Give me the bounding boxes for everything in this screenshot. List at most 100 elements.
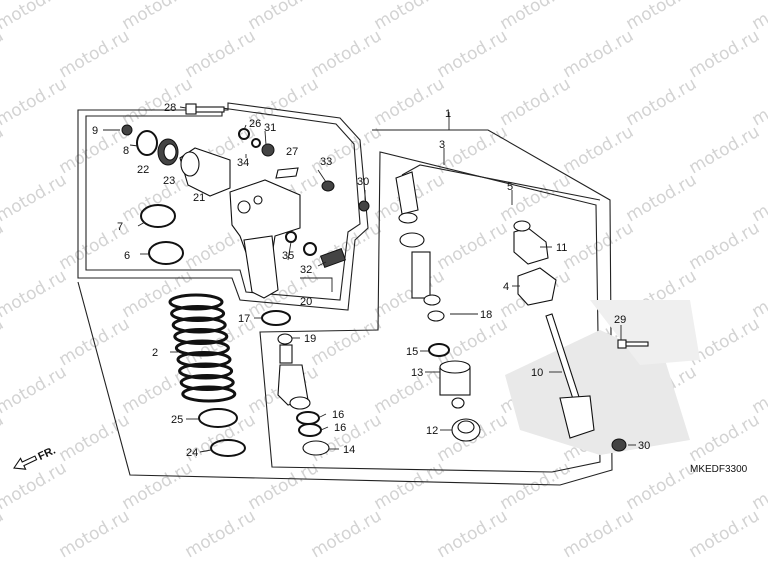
label-part-33: 33 (320, 156, 332, 168)
spring-coil (178, 362, 234, 380)
o-ring-22 (136, 130, 158, 156)
watermark-text: motod.ru (686, 410, 764, 466)
label-part-10: 10 (531, 367, 543, 379)
collar-14 (302, 440, 330, 456)
nut-30-lower (611, 438, 627, 452)
spring-coil (173, 328, 229, 345)
ring-16-a (296, 411, 320, 425)
label-part-26: 26 (249, 118, 261, 130)
watermark-text: motod.ru (686, 218, 764, 274)
ring-16-b (298, 423, 322, 437)
part-labels: 28 9 8 22 23 21 26 31 34 27 33 30 7 6 35… (92, 102, 650, 459)
label-part-30-upper: 30 (357, 176, 369, 188)
leader-lines (103, 106, 636, 453)
diagram-code: MKEDF3300 (690, 464, 748, 475)
spring-coil (171, 316, 227, 334)
watermark-text: motod.ru (0, 266, 70, 322)
watermark-text: motod.ru (623, 74, 701, 130)
watermark-text: motod.ru (686, 26, 764, 82)
watermark-text: motod.ru (497, 458, 575, 514)
lock-nut-6 (148, 241, 184, 265)
label-part-14: 14 (343, 444, 355, 456)
label-part-24: 24 (186, 447, 198, 459)
front-arrow-icon (13, 455, 38, 470)
watermark-text: motod.ru (119, 266, 197, 322)
nut-33 (321, 180, 335, 192)
watermark-text: motod.ru (0, 122, 7, 178)
bump-rubber-stack (277, 333, 311, 410)
watermark-text: motod.ru (119, 458, 197, 514)
watermark-text: motod.ru (434, 26, 512, 82)
label-part-2: 2 (152, 347, 158, 359)
piston-13 (439, 360, 471, 396)
label-part-30-lower: 30 (638, 440, 650, 452)
watermark-text: motod.ru (0, 0, 70, 34)
watermark-text: motod.ru (434, 314, 512, 370)
watermark-text: motod.ru (182, 506, 260, 562)
label-part-3: 3 (439, 139, 445, 151)
spring-coil (176, 351, 232, 368)
fitting-8 (121, 124, 133, 136)
watermark-text: motod.ru (0, 26, 7, 82)
watermark-text: motod.ru (560, 122, 638, 178)
label-part-5: 5 (507, 181, 513, 193)
label-part-23: 23 (163, 175, 175, 187)
label-part-6: 6 (124, 250, 130, 262)
piston-stack-3 (395, 171, 445, 322)
watermark-text: motod.ru (182, 26, 260, 82)
watermark-text: motod.ru (371, 362, 449, 418)
bladder-21 (179, 147, 231, 197)
watermark-text: motod.ru (371, 458, 449, 514)
spring-coil (174, 339, 230, 357)
damper-rod-10 (545, 313, 595, 439)
watermark-text: motod.ru (0, 170, 70, 226)
stop-ring-17 (261, 310, 291, 326)
watermark-text: motod.ru (0, 458, 70, 514)
bolt-29 (617, 339, 649, 349)
label-part-19: 19 (304, 333, 316, 345)
watermark-text: motod.ru (308, 506, 386, 562)
label-part-18: 18 (480, 309, 492, 321)
watermark-text: motod.ru (0, 314, 7, 370)
watermark-text: motod.ru (497, 0, 575, 34)
label-part-8: 8 (123, 145, 129, 157)
watermark-text: motod.ru (308, 26, 386, 82)
spring-coil (181, 385, 237, 403)
watermark-text: motod.ru (0, 410, 7, 466)
watermark-text: motod.ru (560, 218, 638, 274)
label-part-13: 13 (411, 367, 423, 379)
spring-2 (168, 293, 237, 403)
label-part-15: 15 (406, 346, 418, 358)
label-part-17: 17 (238, 313, 250, 325)
label-part-11: 11 (556, 242, 567, 254)
spring-seat-25 (198, 408, 238, 428)
watermark-text: motod.ru (371, 0, 449, 34)
watermark-text: motod.ru (623, 170, 701, 226)
watermark-text: motod.ru (245, 0, 323, 34)
seal-12 (451, 418, 481, 442)
watermark-text: motod.ru (434, 218, 512, 274)
label-part-21: 21 (193, 192, 205, 204)
label-part-22: 22 (137, 164, 149, 176)
ring-24 (210, 439, 246, 457)
watermark-text: motod.ru (245, 458, 323, 514)
damper-body (229, 179, 301, 299)
label-part-12: 12 (426, 425, 438, 437)
label-part-31: 31 (264, 122, 276, 134)
bump-rubber-4 (517, 267, 557, 306)
bushing-34 (251, 138, 261, 148)
bolt-28 (185, 103, 225, 115)
spring-coil (168, 293, 224, 311)
watermark-text: motod.ru (56, 506, 134, 562)
watermark-text: motod.ru (56, 26, 134, 82)
ring-15 (428, 343, 450, 357)
watermark-text: motod.ru (497, 74, 575, 130)
parts (121, 103, 649, 457)
watermark-text: motod.ru (119, 0, 197, 34)
reservoir-cap-23 (157, 138, 179, 166)
watermark-text: motod.ru (0, 74, 70, 130)
label-part-7: 7 (117, 221, 123, 233)
hatched-area (505, 300, 700, 455)
watermark-text: motod.ru (686, 506, 764, 562)
